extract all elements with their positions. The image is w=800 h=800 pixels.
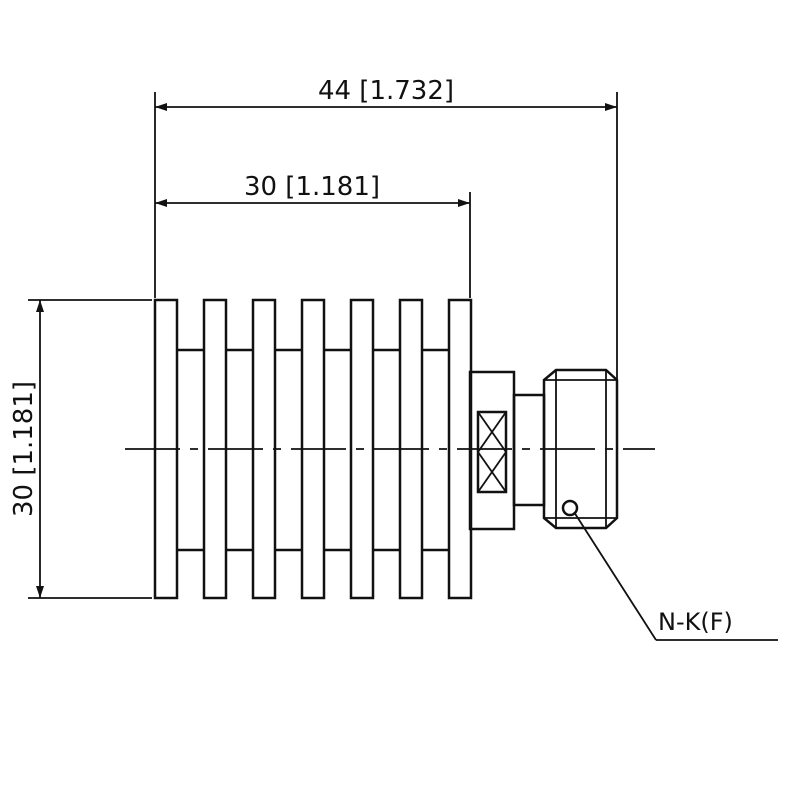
dimension-overall-length: 44 [1.732] — [155, 76, 617, 111]
dimension-body-length: 30 [1.181] — [155, 172, 470, 207]
body-length-label: 30 [1.181] — [244, 172, 380, 202]
overall-length-label: 44 [1.732] — [318, 76, 454, 106]
extension-lines — [28, 92, 618, 599]
dimension-diameter: 30 [1.181] — [9, 300, 44, 598]
connector-callout: N-K(F) — [573, 511, 778, 641]
connector-type-label: N-K(F) — [658, 608, 733, 636]
diameter-label: 30 [1.181] — [9, 381, 39, 517]
hex-nut — [468, 370, 516, 531]
